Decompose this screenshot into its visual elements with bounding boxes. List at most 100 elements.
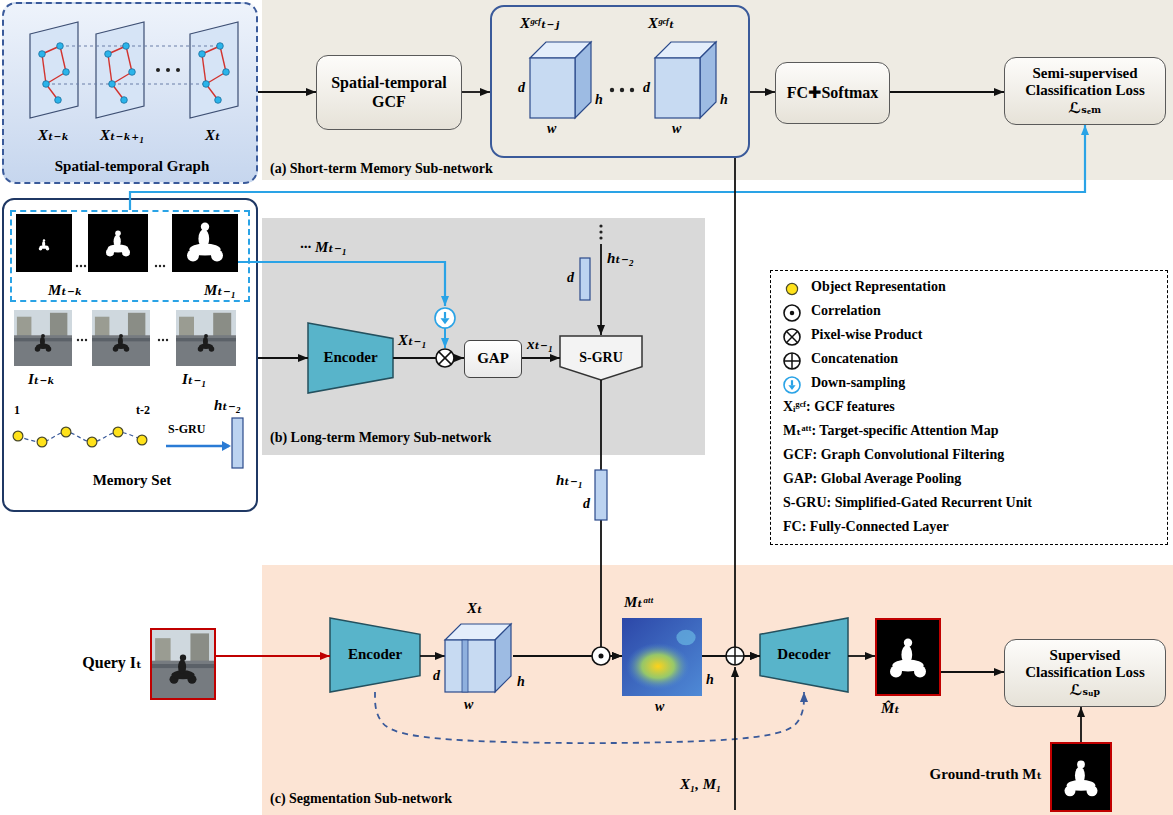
node-label: (b) Long-term Memory Sub-network <box>270 430 491 446</box>
diagram-label: S-GRU <box>168 423 205 437</box>
ellipsis-dot <box>163 265 165 267</box>
node-label: Spatial-temporal Graph <box>55 158 210 175</box>
motorbike-silhouette <box>187 223 223 262</box>
sgru-block-shape <box>560 336 642 380</box>
label-holder: t-2 <box>136 404 150 418</box>
loss-box: Supervised Classification Loss ℒₛᵤₚ <box>1004 639 1166 707</box>
motorbike-silhouette <box>113 334 130 352</box>
ellipsis-dot <box>166 339 168 341</box>
node-label: Query Iₜ <box>82 654 142 672</box>
label-holder: w <box>672 121 681 137</box>
memory-chain <box>18 432 142 442</box>
connector-arrow <box>735 158 760 656</box>
label-holder: X₁, M₁ <box>680 776 721 793</box>
legend-sample <box>781 326 803 348</box>
rider-body <box>40 337 45 346</box>
graph-node <box>217 43 224 50</box>
graph-node <box>55 97 62 104</box>
cube-front <box>445 640 495 692</box>
label-holder: w <box>547 121 556 137</box>
math-label: Iₜ₋ₖ <box>28 371 55 388</box>
label-holder: Iₜ₋ₖ <box>28 371 55 388</box>
object-dot <box>37 437 47 447</box>
legend-box: Object RepresentationCorrelationPixel-wi… <box>770 270 1168 545</box>
cube-side <box>495 624 511 692</box>
math-label: hₜ₋₂ <box>214 397 241 414</box>
legend-text: GAP: Global Average Pooling <box>783 471 961 487</box>
label-holder: h <box>706 672 714 688</box>
legend-entry: S-GRU: Simplified-Gated Recurrent Unit <box>771 495 1032 511</box>
rider-head <box>43 239 45 241</box>
ellipsis-dot <box>84 265 86 267</box>
mask-image <box>172 214 238 272</box>
rider-body <box>42 241 45 247</box>
label-holder: Mₜ₋ₖ <box>48 282 83 299</box>
label-holder: S-GRU <box>168 423 205 437</box>
rider-body <box>1075 767 1085 785</box>
label-holder: hₜ₋₂ <box>214 397 241 414</box>
rider-head <box>41 334 45 338</box>
node-label: S-GRU <box>579 350 623 366</box>
legend-text: FC: Fully-Connected Layer <box>783 519 949 535</box>
down-arrow-head <box>441 318 450 324</box>
math-label: d <box>518 80 525 96</box>
legend-entry: FC: Fully-Connected Layer <box>771 519 949 535</box>
graph-node <box>43 81 50 88</box>
math-label: xₜ₋₁ <box>527 336 553 353</box>
label-holder: Xₜ₋ₖ₊₁ <box>100 127 144 144</box>
legend-entry: Pixel-wise Product <box>771 327 922 343</box>
ellipsis-dot <box>599 230 602 233</box>
photo-building <box>128 313 145 337</box>
math-label: d <box>583 496 590 512</box>
label-holder: Xₜ₋₁ <box>398 332 427 349</box>
legend-sample <box>781 302 803 324</box>
motorbike-silhouette <box>106 230 130 256</box>
mask-image <box>1052 744 1110 810</box>
cube-front <box>655 58 700 118</box>
label-holder: Xᵍᶜᶠₜ <box>648 15 674 32</box>
rider-body <box>118 337 123 346</box>
attention-hotspot <box>626 643 690 690</box>
photo-road <box>92 335 150 366</box>
ellipsis-dot <box>630 88 634 92</box>
math-label: w <box>655 699 664 715</box>
label-holder: (c) Segmentation Sub-network <box>270 791 452 807</box>
label-holder: Iₜ₋₁ <box>182 371 207 388</box>
rider-body <box>114 235 121 248</box>
loss-box: Semi-supervised Classification Loss ℒₛₑₘ <box>1004 57 1166 125</box>
math-label: hₜ₋₂ <box>607 250 634 267</box>
connector-arrow <box>462 91 490 93</box>
legend-text: Down-sampling <box>811 375 905 391</box>
label-holder: Ground-truth Mₜ <box>930 766 1042 783</box>
node-label: Supervised Classification Loss ℒₛᵤₚ <box>1012 647 1158 699</box>
decoder-block-shape <box>760 618 848 692</box>
label-holder: d <box>643 80 650 96</box>
object-dot <box>113 427 123 437</box>
rider-head <box>180 655 186 661</box>
node-label: Xₜ <box>467 600 483 617</box>
oplus-symbol <box>784 353 800 369</box>
down-symbol <box>784 377 800 393</box>
ellipsis-dot <box>158 339 160 341</box>
math-label: Xₜ₋₁ <box>398 332 427 349</box>
label-holder: (b) Long-term Memory Sub-network <box>270 430 491 446</box>
process-box: FC✚Softmax <box>775 62 890 124</box>
math-label: Iₜ₋₁ <box>182 371 207 388</box>
signal-wire <box>444 328 446 348</box>
legend-text: S-GRU: Simplified-Gated Recurrent Unit <box>783 495 1032 511</box>
node-label: FC✚Softmax <box>787 84 879 102</box>
label-holder: Spatial-temporal Graph <box>55 158 210 175</box>
odot-center <box>598 653 603 658</box>
graph-node <box>223 69 230 76</box>
connector-arrow <box>848 655 875 657</box>
graph-frame <box>190 22 238 118</box>
node-label: Encoder <box>348 646 402 663</box>
photo-building <box>179 317 194 337</box>
motorbike-silhouette <box>890 639 926 678</box>
node-label: Mₜᵃᵗᵗ <box>624 594 653 611</box>
ellipsis-dot <box>599 236 602 239</box>
rider-head <box>119 334 123 338</box>
graph-node <box>109 81 116 88</box>
